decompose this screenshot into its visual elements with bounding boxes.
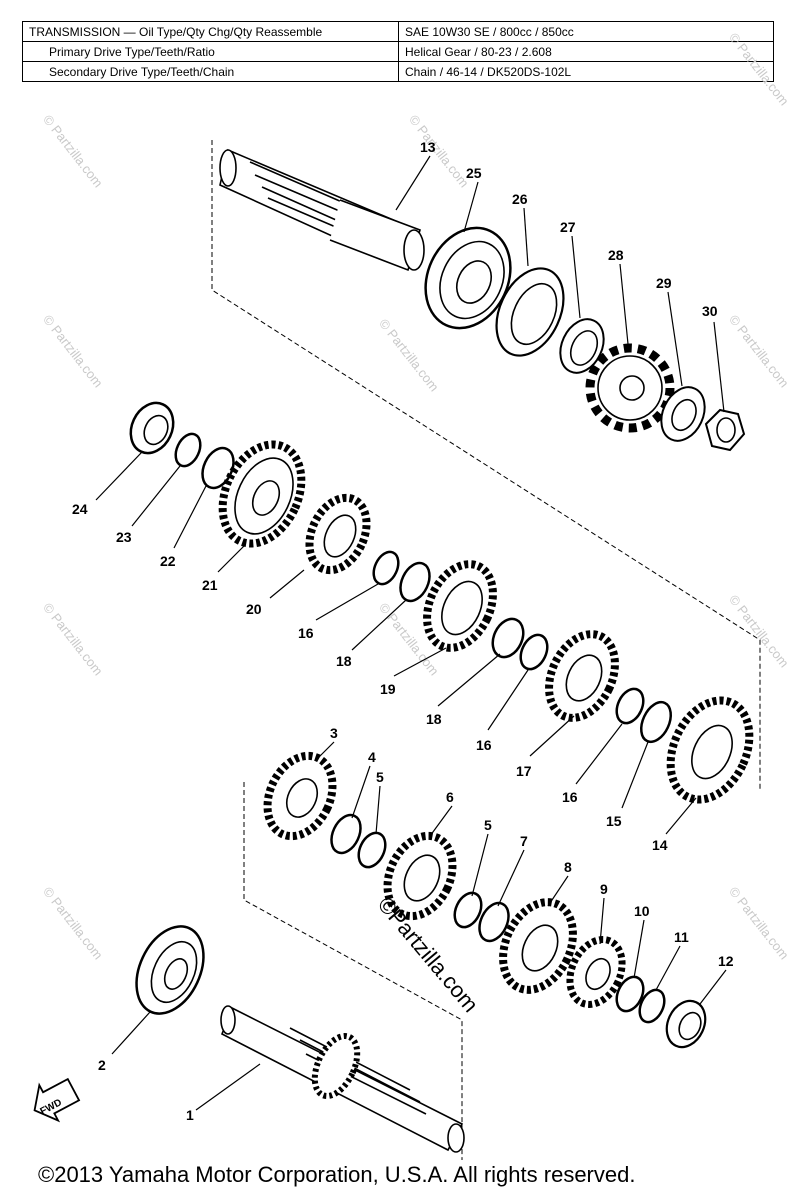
callout-18: 18 bbox=[426, 711, 442, 727]
washer bbox=[330, 813, 362, 855]
washer bbox=[201, 446, 235, 490]
callout-22: 22 bbox=[160, 553, 176, 569]
spec-table: TRANSMISSION — Oil Type/Qty Chg/Qty Reas… bbox=[22, 21, 774, 82]
circlip bbox=[357, 831, 387, 869]
callout-28: 28 bbox=[608, 247, 624, 263]
callout-3: 3 bbox=[330, 725, 338, 741]
callout-26: 26 bbox=[512, 191, 528, 207]
gear bbox=[499, 898, 577, 994]
callout-27: 27 bbox=[560, 219, 576, 235]
callout-23: 23 bbox=[116, 529, 132, 545]
callout-20: 20 bbox=[246, 601, 262, 617]
main-shaft bbox=[220, 1005, 465, 1153]
spec-row: Secondary Drive Type/Teeth/Chain Chain /… bbox=[22, 61, 774, 82]
callout-30: 30 bbox=[702, 303, 718, 319]
gear bbox=[383, 831, 457, 921]
callout-6: 6 bbox=[446, 789, 454, 805]
washer bbox=[478, 901, 510, 943]
callout-16: 16 bbox=[298, 625, 314, 641]
gear bbox=[666, 696, 754, 804]
washer bbox=[615, 975, 645, 1013]
callout-21: 21 bbox=[202, 577, 218, 593]
callout-14: 14 bbox=[652, 837, 668, 853]
callout-15: 15 bbox=[606, 813, 622, 829]
leader-lines bbox=[95, 155, 727, 1111]
gear bbox=[566, 936, 626, 1008]
lock-washer bbox=[660, 386, 706, 442]
circlip bbox=[453, 891, 483, 929]
oil-seal bbox=[495, 267, 565, 357]
callout-numbers: 1 2 3 4 5 5 6 7 8 9 10 11 12 13 14 15 16… bbox=[38, 139, 733, 1123]
callout-12: 12 bbox=[718, 953, 734, 969]
gear bbox=[218, 440, 306, 548]
washer bbox=[399, 561, 431, 603]
callout-24: 24 bbox=[72, 501, 88, 517]
bearing bbox=[129, 401, 175, 455]
copyright-notice: ©2013 Yamaha Motor Corporation, U.S.A. A… bbox=[38, 1162, 636, 1187]
forward-arrow-icon bbox=[33, 1077, 81, 1123]
callout-16: 16 bbox=[476, 737, 492, 753]
main-axle bbox=[219, 148, 425, 272]
needle-bearing bbox=[665, 999, 707, 1049]
gear bbox=[263, 751, 337, 841]
callout-4: 4 bbox=[368, 749, 376, 765]
callout-17: 17 bbox=[516, 763, 532, 779]
circlip bbox=[372, 550, 400, 586]
spec-value: Chain / 46-14 / DK520DS-102L bbox=[398, 61, 774, 82]
callout-5: 5 bbox=[484, 817, 492, 833]
circlip bbox=[519, 633, 549, 671]
callout-1: 1 bbox=[186, 1107, 194, 1123]
callout-18: 18 bbox=[336, 653, 352, 669]
callout-16: 16 bbox=[562, 789, 578, 805]
washer bbox=[491, 617, 525, 659]
callout-19: 19 bbox=[380, 681, 396, 697]
gear bbox=[545, 630, 619, 722]
callout-25: 25 bbox=[466, 165, 482, 181]
callout-5: 5 bbox=[376, 769, 384, 785]
gear bbox=[305, 493, 371, 575]
gear bbox=[423, 560, 497, 652]
callout-10: 10 bbox=[634, 903, 650, 919]
callout-2: 2 bbox=[98, 1057, 106, 1073]
drive-sprocket bbox=[585, 343, 675, 433]
collar bbox=[559, 318, 605, 374]
bearing bbox=[135, 925, 205, 1015]
callout-29: 29 bbox=[656, 275, 672, 291]
circlip bbox=[638, 988, 666, 1024]
circlip bbox=[615, 687, 645, 725]
callout-11: 11 bbox=[674, 929, 689, 945]
circlip bbox=[174, 432, 202, 468]
nut bbox=[704, 408, 746, 452]
callout-13: 13 bbox=[420, 139, 436, 155]
guide-lines bbox=[211, 140, 761, 1160]
callout-9: 9 bbox=[600, 881, 608, 897]
callout-7: 7 bbox=[520, 833, 528, 849]
washer bbox=[639, 700, 673, 744]
spec-label: Secondary Drive Type/Teeth/Chain bbox=[22, 61, 399, 82]
callout-8: 8 bbox=[564, 859, 572, 875]
